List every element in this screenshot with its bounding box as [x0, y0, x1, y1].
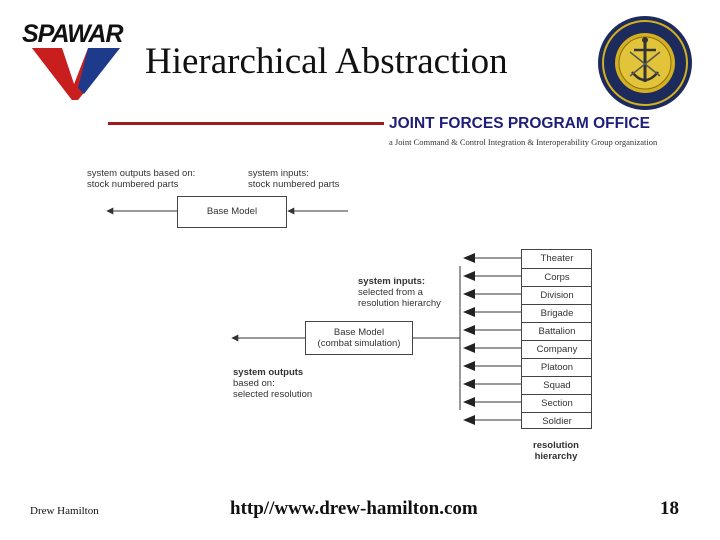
page-title: Hierarchical Abstraction	[145, 41, 508, 82]
hierarchy-level-theater: Theater	[540, 253, 574, 264]
top-base-model-box: Base Model	[177, 196, 287, 228]
hierarchy-level-brigade: Brigade	[522, 304, 592, 322]
hierarchy-level-section: Section	[522, 394, 592, 412]
input-arrowhead-platoon	[463, 361, 475, 371]
bottom-inputs-label-line2: resolution hierarchy	[358, 298, 441, 309]
hierarchy-level-platoon: Platoon	[522, 358, 592, 376]
program-office-seal-icon	[598, 16, 692, 110]
spawar-logo-text: SPAWAR	[22, 20, 123, 48]
top-base-model-label: Base Model	[206, 206, 258, 217]
hierarchy-level-battalion: Battalion	[522, 322, 592, 340]
input-arrowhead-section	[463, 397, 475, 407]
hierarchy-level-soldier: Soldier	[522, 412, 592, 430]
bottom-inputs-label-title: system inputs:	[358, 276, 426, 287]
top-outputs-label-line1: system outputs based on:	[87, 168, 196, 179]
bottom-base-model-box: Base Model (combat simulation)	[305, 321, 413, 355]
input-arrowhead-theater	[463, 253, 475, 263]
bottom-inputs-label-line1: selected from a	[358, 287, 423, 298]
input-arrowhead-division	[463, 289, 475, 299]
bottom-base-model-sublabel: (combat simulation)	[317, 338, 401, 349]
hierarchy-level-company: Company	[522, 340, 592, 358]
spawar-chevron-icon	[32, 48, 120, 100]
bottom-inputs-label: system inputs: selected from a resolutio…	[358, 276, 441, 309]
bottom-outputs-label: system outputs based on: selected resolu…	[233, 367, 312, 400]
footer-author: Drew Hamilton	[30, 505, 99, 517]
resolution-hierarchy-caption: resolution hierarchy	[520, 440, 592, 462]
input-arrowhead-soldier	[463, 415, 475, 425]
top-outputs-label: system outputs based on: stock numbered …	[87, 168, 195, 190]
hierarchy-caption-line1: resolution	[533, 440, 579, 451]
spawar-logo: SPAWAR	[18, 18, 128, 100]
bottom-base-model-label: Base Model	[333, 327, 385, 338]
office-subtitle: a Joint Command & Control Integration & …	[389, 137, 658, 147]
hierarchy-level-division: Division	[522, 286, 592, 304]
bottom-outputs-label-title: system outputs	[233, 367, 304, 378]
office-name: JOINT FORCES PROGRAM OFFICE	[389, 115, 650, 132]
top-inputs-label: system inputs: stock numbered parts	[248, 168, 339, 190]
hierarchy-level-corps: Corps	[522, 268, 592, 286]
top-inputs-label-line1: system inputs:	[248, 168, 309, 179]
page-number: 18	[660, 498, 679, 519]
input-arrowhead-battalion	[463, 325, 475, 335]
input-arrowhead-company	[463, 343, 475, 353]
header-rule	[108, 122, 384, 125]
bottom-outputs-label-line1: based on:	[233, 378, 275, 389]
bottom-outputs-label-line2: selected resolution	[233, 389, 313, 400]
top-inputs-label-line2: stock numbered parts	[248, 179, 340, 190]
footer-url: http//www.drew-hamilton.com	[230, 498, 478, 519]
hierarchy-caption-line2: hierarchy	[534, 451, 578, 462]
input-arrowhead-squad	[463, 379, 475, 389]
hierarchy-level-squad: Squad	[522, 376, 592, 394]
input-arrowhead-corps	[463, 271, 475, 281]
input-arrowhead-brigade	[463, 307, 475, 317]
top-outputs-label-line2: stock numbered parts	[87, 179, 179, 190]
